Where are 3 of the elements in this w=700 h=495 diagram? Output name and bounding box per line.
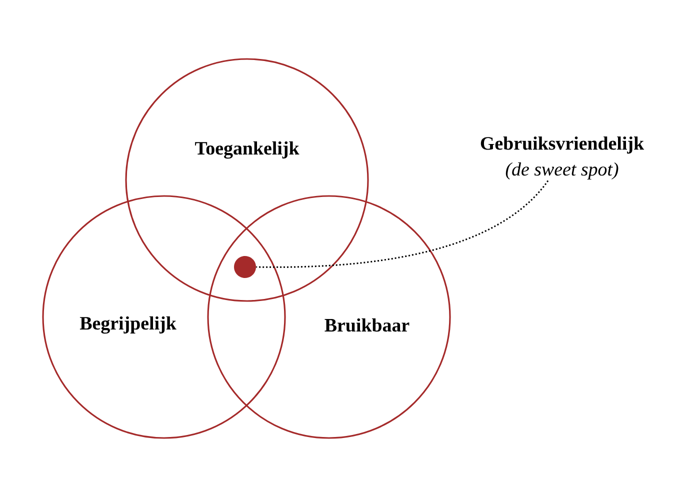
- leader-line: [256, 180, 549, 268]
- dot: [234, 256, 256, 278]
- callout-text: Gebruiksvriendelijk (de sweet spot): [480, 136, 644, 180]
